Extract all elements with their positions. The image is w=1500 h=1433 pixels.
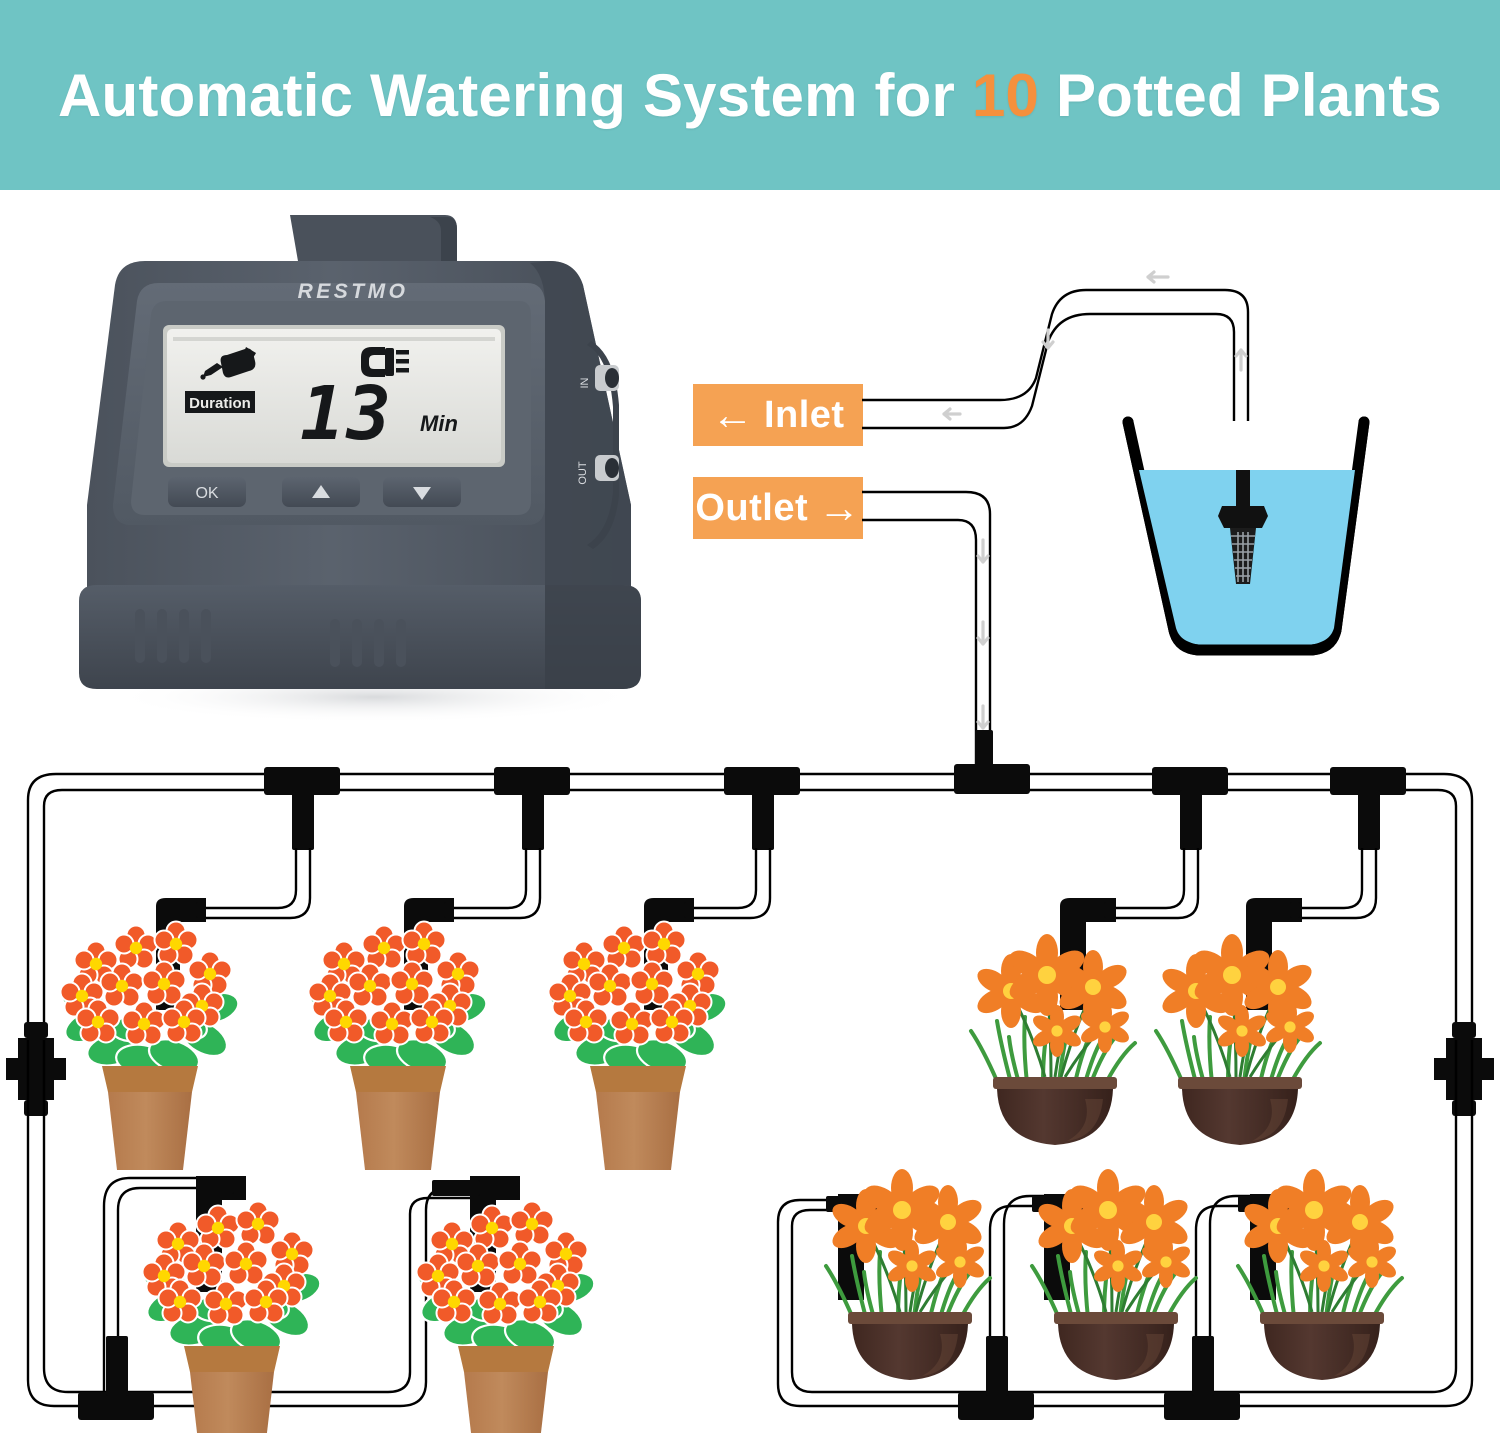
plant-group-bottom-right <box>824 1167 1404 1382</box>
title-suffix: Potted Plants <box>1039 61 1442 129</box>
inlet-flow-arrows <box>942 270 1248 454</box>
port-out-label: OUT <box>577 461 589 485</box>
inline-valve-right <box>1434 1022 1494 1116</box>
branch-tube-2 <box>444 848 542 920</box>
title-plant-count: 10 <box>971 61 1040 129</box>
outlet-flow-arrows <box>976 538 990 730</box>
drip-emitter <box>1060 898 1116 1010</box>
header-banner: Automatic Watering System for 10 Potted … <box>0 0 1500 190</box>
arrow-right-icon: → <box>818 484 861 531</box>
drip-emitters-bottom-right <box>826 1194 1300 1300</box>
t-connector <box>1164 1336 1240 1420</box>
t-connectors-bottom-left <box>78 1336 154 1420</box>
water-bucket <box>1122 416 1370 656</box>
plant-a-3 <box>544 920 732 1172</box>
plant-a-5 <box>412 1200 600 1433</box>
t-connector <box>724 767 800 850</box>
outlet-badge-label: Outlet <box>695 486 809 529</box>
plant-b-1 <box>969 932 1137 1147</box>
plant-group-top-right <box>969 932 1322 1147</box>
plant-b-3 <box>824 1167 992 1382</box>
right-return-line <box>1318 1040 1474 1408</box>
title-prefix: Automatic Watering System for <box>58 61 972 129</box>
side-ports: IN OUT <box>577 341 619 549</box>
t-connector <box>1330 767 1406 850</box>
drip-emitters-bottom-left <box>196 1176 520 1292</box>
plant-b-2 <box>1154 932 1322 1147</box>
drip-emitter <box>1246 898 1302 1010</box>
branch-tube-5 <box>1296 848 1378 920</box>
inlet-tube <box>862 270 1250 488</box>
power-plug-icon <box>361 347 409 377</box>
triangle-up-icon <box>312 485 330 498</box>
branch-tube-3 <box>684 848 772 920</box>
t-connectors-bottom-right <box>958 1336 1240 1420</box>
t-connectors-top <box>264 730 1406 850</box>
drip-emitters-top <box>156 898 1302 1010</box>
intake-filter <box>1218 470 1268 584</box>
plant-group-bottom-left <box>138 1200 600 1433</box>
drip-emitter <box>1238 1194 1300 1300</box>
drip-emitter <box>1032 1194 1094 1300</box>
outlet-badge: Outlet → <box>693 477 863 539</box>
watering-can-icon <box>200 347 256 380</box>
port-in: IN <box>579 365 619 391</box>
outlet-tube <box>862 490 992 770</box>
t-connector <box>958 1336 1034 1420</box>
drip-emitter <box>826 1194 888 1300</box>
drip-emitter <box>404 898 454 1010</box>
plant-a-2 <box>304 920 492 1172</box>
drip-emitter <box>156 898 206 1010</box>
device-base <box>79 585 641 689</box>
inlet-badge: ← Inlet <box>693 384 863 446</box>
t-connector <box>1152 767 1228 850</box>
branch-tube-4 <box>1110 848 1200 920</box>
plant-a-1 <box>56 920 244 1172</box>
drip-emitter <box>644 898 694 1010</box>
plant-group-top-left <box>56 920 732 1172</box>
controller-device[interactable]: RESTMO Duratio <box>75 205 695 725</box>
lcd-value: 13 <box>300 371 393 457</box>
port-in-label: IN <box>579 377 591 388</box>
bottom-manifold-right <box>776 1194 1318 1408</box>
lcd-unit: Min <box>420 411 458 436</box>
arrow-left-icon: ← <box>711 391 754 438</box>
button-ok-label: OK <box>195 485 218 502</box>
t-connector <box>78 1336 154 1420</box>
bottom-manifold-left <box>102 1176 500 1408</box>
inline-valve-left <box>6 1022 66 1116</box>
t-connector-main-feed <box>954 730 1030 794</box>
triangle-down-icon <box>413 487 431 500</box>
button-down <box>383 477 461 507</box>
page-title: Automatic Watering System for 10 Potted … <box>58 61 1442 130</box>
plant-b-5 <box>1236 1167 1404 1382</box>
vent-slots-right <box>330 619 406 667</box>
button-up <box>282 477 360 507</box>
plant-a-4 <box>138 1200 326 1433</box>
port-out: OUT <box>577 455 619 485</box>
branch-tube-1 <box>196 848 312 920</box>
plant-b-4 <box>1030 1167 1198 1382</box>
lcd-duration-label: Duration <box>185 391 255 413</box>
t-connector <box>264 767 340 850</box>
drip-emitter <box>432 1176 520 1292</box>
drip-emitter <box>196 1176 246 1292</box>
inlet-badge-label: Inlet <box>763 393 845 436</box>
main-distribution-line-top <box>26 772 1474 1040</box>
vent-slots-left <box>135 609 211 663</box>
button-ok: OK <box>168 477 246 507</box>
left-return-line <box>26 1040 190 1408</box>
lcd-duration-text: Duration <box>189 395 251 412</box>
t-connector <box>494 767 570 850</box>
brand-logo: RESTMO <box>298 280 409 303</box>
